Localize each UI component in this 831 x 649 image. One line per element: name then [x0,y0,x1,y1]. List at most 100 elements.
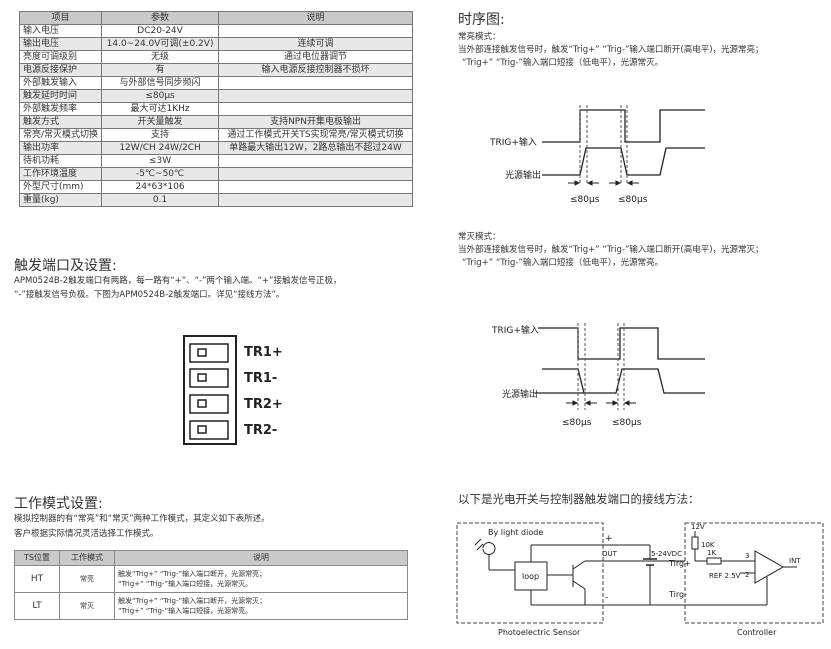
out-label: OUT [602,550,618,558]
delay-label: ≤80μs [618,195,648,205]
int-label: INT [789,557,801,565]
mode-name: 常灭 [59,592,115,620]
mode-desc-line: “Trig+” “Trig-”输入端口短接，光源常亮。 [118,607,253,615]
spec-note: 通过工作模式开关TS实现常亮/常灭模式切换 [218,128,413,142]
trigger-port-text-1: APM0524B-2触发端口有两路，每一路有“+”、“-”两个输入端。“+”接触… [14,276,342,286]
spec-row: 外型尺寸(mm)24*63*106 [18,180,413,194]
spec-value: 12W/CH 24W/2CH [101,141,220,155]
mode-header: 工作模式 [59,550,115,566]
trigger-port-labels: TR1+ TR1- TR2+ TR2- [244,340,283,444]
spec-note: 通过电位器调节 [218,50,413,64]
spec-note [218,180,413,194]
mode-pos: LT [14,592,60,620]
trig-minus-label: Tirg- [668,590,687,599]
mode-row-lt: LT 常灭 触发“Trig+” “Trig-”输入端口断开，光源常灭；“Trig… [14,592,408,620]
spec-header: 项目 [18,11,103,25]
spec-row: 亮度可调级别无级通过电位器调节 [18,50,413,64]
spec-note [218,154,413,168]
spec-note [218,167,413,181]
port-label: TR1+ [244,345,283,360]
mode-name: 常亮 [59,565,115,593]
spec-item: 待机功耗 [18,154,103,168]
mode-pos: HT [14,565,60,593]
spec-note: 支持NPN开集电极输出 [218,115,413,129]
spec-value: DC20-24V [101,24,220,38]
spec-row: 常亮/常灭模式切换支持通过工作模式开关TS实现常亮/常灭模式切换 [18,128,413,142]
spec-value: 最大可达1KHz [101,102,220,116]
spec-row: 触发延时时间≤80μs [18,89,413,103]
spec-value: ≤80μs [101,89,220,103]
supply-label: 5-24VDC [651,550,682,558]
spec-value: 无级 [101,50,220,64]
trigger-port-connector [183,335,237,445]
work-mode-text-2: 客户根据实际情况灵活选择工作模式。 [14,529,159,539]
on-mode-text-2: “Trig+” “Trig-”输入端口短接（低电平），光源常灭。 [462,58,664,68]
spec-value: -5℃~50℃ [101,167,220,181]
spec-value: ≤3W [101,154,220,168]
spec-row: 外部触发输入与外部信号同步频闪 [18,76,413,90]
transistor-icon [565,560,586,590]
pin3-label: 3 [745,552,749,560]
spec-row: 外部触发频率最大可达1KHz [18,102,413,116]
r1k-label: 1K [707,549,716,557]
mode-desc: 触发“Trig+” “Trig-”输入端口断开，光源常灭；“Trig+” “Tr… [114,592,408,620]
spec-item: 外部触发频率 [18,102,103,116]
spec-row: 重量(kg)0.1 [18,193,413,207]
delay-label: ≤80μs [612,418,642,428]
spec-note: 连续可调 [218,37,413,51]
mode-desc: 触发“Trig+” “Trig-”输入端口断开，光源常亮；“Trig+” “Tr… [114,565,408,593]
spec-value: 开关量触发 [101,115,220,129]
sensor-label: Photoelectric Sensor [498,628,581,637]
off-mode-text-1: 当外部连接触发信号时，触发“Trig+” “Trig-”输入端口断开(高电平)，… [458,245,764,255]
off-mode-text-2: “Trig+” “Trig-”输入端口短接（低电平），光源常亮。 [462,258,664,268]
mode-header: TS位置 [14,550,60,566]
delay-label: ≤80μs [562,418,592,428]
wiring-title: 以下是光电开关与控制器触发端口的接线方法： [458,492,700,506]
spec-item: 电源反接保护 [18,63,103,77]
r10k-label: 10K [701,541,715,549]
spec-row: 工作环境温度-5℃~50℃ [18,167,413,181]
spec-row: 电源反接保护有输入电源反接控制器不损坏 [18,63,413,77]
on-mode-label: 常亮模式： [458,32,501,42]
controller-label: Controller [737,628,777,637]
spec-item: 外部触发输入 [18,76,103,90]
spec-item: 输入电压 [18,24,103,38]
work-mode-table: TS位置 工作模式 说明 HT 常亮 触发“Trig+” “Trig-”输入端口… [14,550,408,620]
trig-plus-label: Tirg+ [668,559,691,568]
loop-label: loop [522,572,539,581]
mode-header: 说明 [114,550,408,566]
spec-item: 输出电压 [18,37,103,51]
port-label: TR1- [244,371,278,386]
mode-desc-line: 触发“Trig+” “Trig-”输入端口断开，光源常亮； [118,570,267,578]
mode-header-row: TS位置 工作模式 说明 [14,550,408,566]
spec-header-row: 项目 参数 说明 [18,11,413,25]
spec-row: 待机功耗≤3W [18,154,413,168]
v12-label: 12V [691,523,705,531]
timing-diagram-on: TRIG+输入 光源输出 ≤80μs ≤80μs [489,105,705,205]
spec-note [218,76,413,90]
spec-header: 说明 [218,11,413,25]
on-mode-text-1: 当外部连接触发信号时，触发“Trig+” “Trig-”输入端口断开(高电平)，… [458,45,764,55]
spec-item: 触发延时时间 [18,89,103,103]
spec-value: 有 [101,63,220,77]
out-label: 光源输出 [505,169,541,181]
minus-label: - [605,593,608,603]
trig-label: TRIG+输入 [489,136,537,148]
spec-item: 输出功率 [18,141,103,155]
diode-icon [474,538,496,555]
spec-value: 支持 [101,128,220,142]
spec-header: 参数 [101,11,220,25]
mode-row-ht: HT 常亮 触发“Trig+” “Trig-”输入端口断开，光源常亮；“Trig… [14,565,408,593]
spec-value: 0.1 [101,193,220,207]
ref-label: REF 2.5V [709,572,741,580]
trigger-port-title: 触发端口及设置: [14,258,117,274]
work-mode-text-1: 模拟控制器的有“常亮”和“常灭”两种工作模式，其定义如下表所述。 [14,514,270,524]
work-mode-title: 工作模式设置: [14,496,103,512]
pin2-label: 2 [745,571,749,579]
spec-note [218,89,413,103]
timing-title: 时序图: [458,12,505,28]
